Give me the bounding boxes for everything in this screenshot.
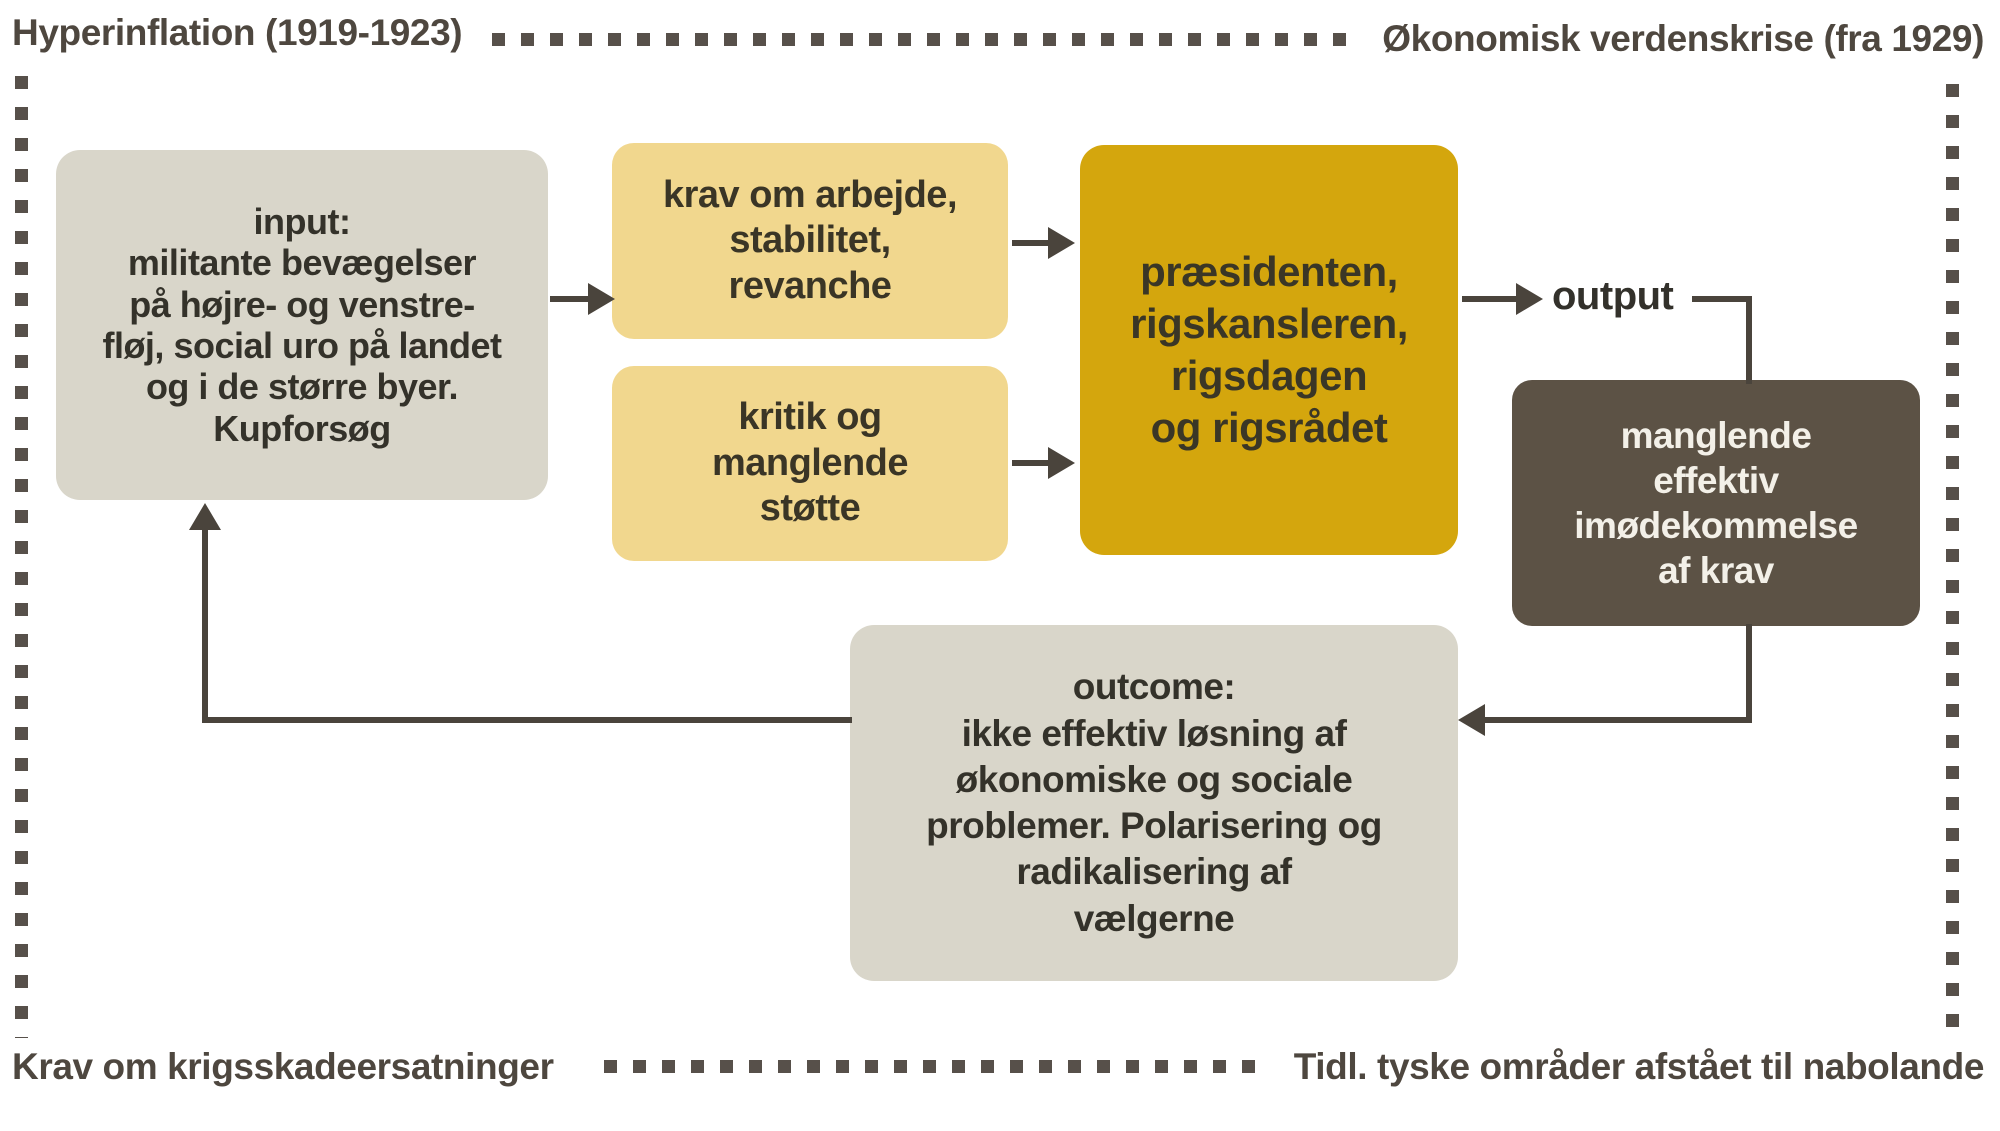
arrow-result-to-outcome-head: [1458, 704, 1485, 736]
frame-label-hyperinflation: Hyperinflation (1919-1923): [12, 12, 463, 53]
demands-box-body: krav om arbejde, stabilitet, revanche: [662, 173, 958, 307]
arrow-outcome-to-input-head: [189, 503, 221, 530]
political-system-box-body: præsidenten, rigskansleren, rigsdagen og…: [1130, 247, 1408, 452]
input-box: input: militante bevægelser på højre- og…: [56, 150, 548, 500]
dashed-border-top: [492, 33, 1348, 46]
arrow-result-to-outcome-hline: [1484, 717, 1752, 723]
frame-label-afstaaede-omraader: Tidl. tyske områder afstået til naboland…: [1293, 1046, 1985, 1087]
arrow-result-to-outcome-vline: [1746, 624, 1752, 720]
support-box-body: kritik og manglende støtte: [711, 396, 909, 530]
arrow-system-to-output-head: [1516, 283, 1543, 315]
frame-label-verdenskrise: Økonomisk verdenskrise (fra 1929): [1382, 18, 1984, 59]
outcome-box-heading: outcome:: [1072, 666, 1236, 708]
frame-label-krigsskadeersatninger: Krav om krigsskadeersatninger: [12, 1046, 554, 1087]
arrow-outcome-to-input-hline: [202, 717, 852, 723]
dashed-border-right: [1946, 84, 1959, 1038]
arrow-input-to-demands-line: [550, 296, 588, 302]
arrow-outcome-to-input-vline: [202, 528, 208, 720]
dashed-border-bottom: [604, 1060, 1268, 1073]
connector-output-to-result-hline: [1692, 296, 1752, 302]
outcome-box-body: ikke effektiv løsning af økonomiske og s…: [926, 712, 1382, 939]
arrow-demands-to-system-line: [1012, 240, 1048, 246]
demands-box: krav om arbejde, stabilitet, revanche: [612, 143, 1008, 339]
input-box-body: militante bevægelser på højre- og venstr…: [102, 242, 502, 449]
support-box: kritik og manglende støtte: [612, 366, 1008, 561]
outcome-box: outcome: ikke effektiv løsning af økonom…: [850, 625, 1458, 981]
arrow-demands-to-system-head: [1048, 227, 1075, 259]
arrow-input-to-demands-head: [588, 283, 615, 315]
output-result-box: manglende effektiv imødekommelse af krav: [1512, 380, 1920, 626]
arrow-system-to-output-line: [1462, 296, 1516, 302]
output-result-box-body: manglende effektiv imødekommelse af krav: [1574, 414, 1858, 592]
dashed-border-left: [15, 76, 28, 1038]
output-label: output: [1552, 274, 1674, 318]
input-box-heading: input:: [253, 200, 351, 242]
political-system-box: præsidenten, rigskansleren, rigsdagen og…: [1080, 145, 1458, 555]
arrow-support-to-system-head: [1048, 447, 1075, 479]
arrow-support-to-system-line: [1012, 460, 1048, 466]
connector-output-to-result-vline: [1746, 296, 1752, 384]
